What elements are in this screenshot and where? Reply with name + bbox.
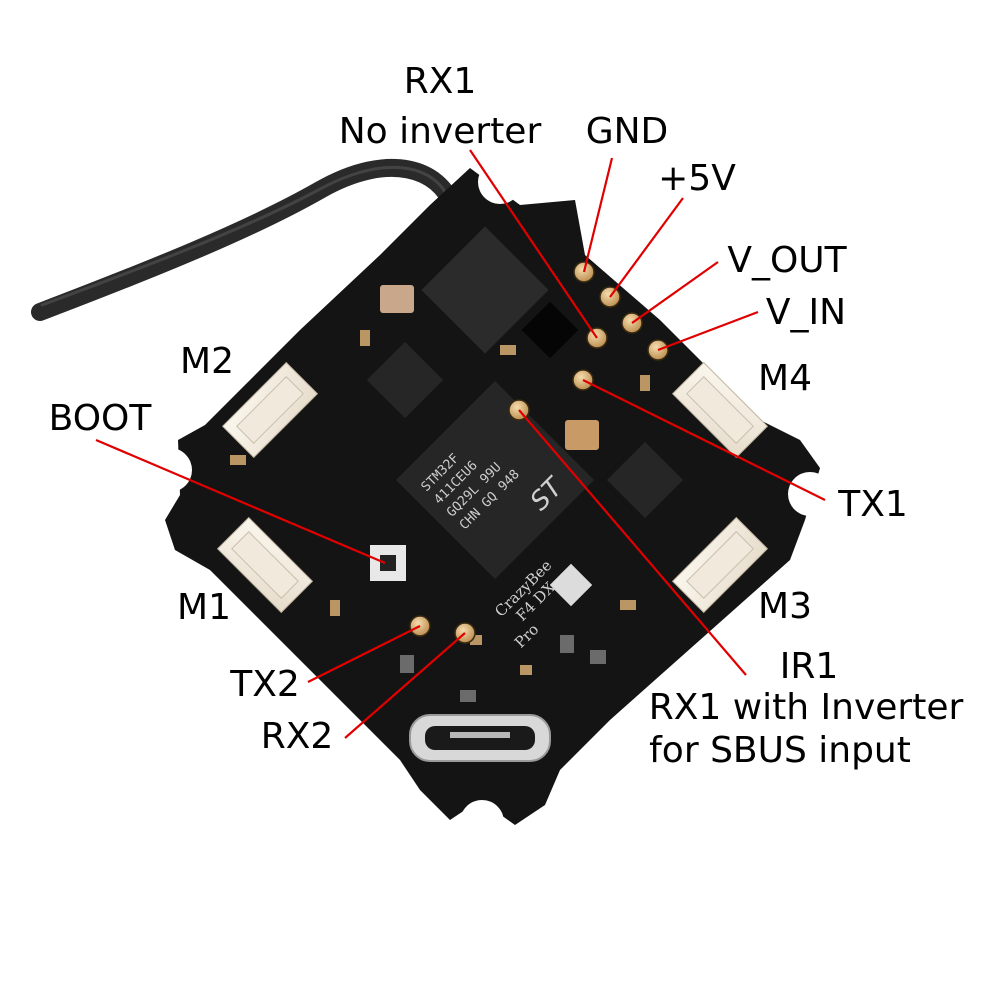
label-for-sbus-input: for SBUS input [649, 730, 911, 771]
usb-port [409, 714, 551, 762]
pointer-boot [95, 438, 386, 565]
label-v-out: V_OUT [727, 240, 847, 281]
labels: RX1 No inverter GND +5V V_OUT V_IN M2 M4… [49, 61, 964, 771]
m1-connector [216, 516, 314, 614]
pointer-gnd [582, 157, 614, 273]
label-rx1: RX1 [404, 61, 477, 102]
label-m3: M3 [758, 586, 812, 627]
passive-components [230, 330, 650, 702]
pointer-v-in [657, 310, 759, 352]
m4-connector [671, 361, 769, 459]
label-v-in: V_IN [766, 292, 846, 333]
label-gnd: GND [586, 111, 669, 152]
boot-button [380, 555, 396, 571]
pointer-5v [609, 197, 684, 298]
m3-connector [671, 516, 769, 614]
label-5v: +5V [658, 158, 736, 199]
label-m4: M4 [758, 358, 812, 399]
rx-chip [421, 226, 549, 354]
label-ir1: IR1 [780, 646, 839, 687]
label-m2: M2 [180, 341, 234, 382]
pointer-rx2 [344, 632, 466, 739]
motor-driver-chip-left [366, 341, 444, 419]
m2-connector [221, 361, 319, 459]
pointer-v-out [631, 261, 719, 324]
label-tx2: TX2 [229, 664, 300, 705]
pointer-tx1 [582, 379, 826, 501]
label-rx1-no-inverter: No inverter [339, 111, 542, 152]
pointer-rx1 [469, 149, 598, 339]
label-rx2: RX2 [261, 716, 334, 757]
pointer-lines [95, 149, 826, 739]
label-rx1-with-inverter: RX1 with Inverter [649, 687, 964, 728]
label-m1: M1 [177, 587, 231, 628]
antenna-wire-highlight [40, 165, 450, 307]
motor-driver-chip-right [606, 441, 684, 519]
pointer-ir1 [518, 409, 747, 676]
label-boot: BOOT [49, 398, 153, 439]
pointer-tx2 [307, 625, 421, 683]
crystal [380, 285, 414, 313]
label-tx1: TX1 [837, 484, 908, 525]
crystal-2 [565, 420, 599, 450]
